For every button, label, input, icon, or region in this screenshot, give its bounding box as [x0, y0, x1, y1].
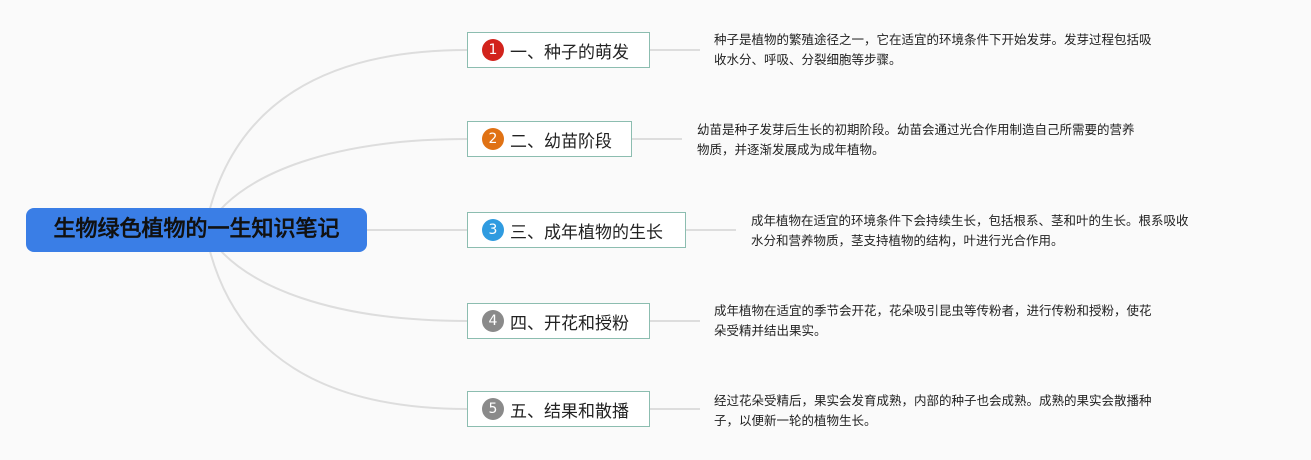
number-badge-5: 5	[482, 398, 504, 420]
topic-label: 四、开花和授粉	[510, 313, 629, 334]
number-badge-3: 3	[482, 219, 504, 241]
root-topic[interactable]: 生物绿色植物的一生知识笔记	[26, 208, 367, 252]
branch-line-1	[204, 49, 468, 231]
description-flowering-pollination[interactable]: 成年植物在适宜的季节会开花，花朵吸引昆虫等传粉者，进行传粉和授粉，使花 朵受精并…	[714, 301, 1152, 341]
number-badge-4: 4	[482, 310, 504, 332]
description-line: 成年植物在适宜的环境条件下会持续生长，包括根系、茎和叶的生长。根系吸收	[751, 213, 1189, 228]
description-seedling-stage[interactable]: 幼苗是种子发芽后生长的初期阶段。幼苗会通过光合作用制造自己所需要的营养 物质，并…	[697, 120, 1135, 160]
topic-label: 二、幼苗阶段	[510, 131, 612, 152]
description-line: 子，以便新一轮的植物生长。	[714, 413, 877, 428]
description-line: 水分和营养物质，茎支持植物的结构，叶进行光合作用。	[751, 233, 1064, 248]
branch-line-5	[204, 229, 468, 410]
number-badge-2: 2	[482, 128, 504, 150]
topic-adult-plant-growth[interactable]: 3 三、成年植物的生长	[467, 212, 686, 248]
description-line: 种子是植物的繁殖途径之一，它在适宜的环境条件下开始发芽。发芽过程包括吸	[714, 32, 1152, 47]
topic-seed-germination[interactable]: 1 一、种子的萌发	[467, 32, 650, 68]
description-adult-plant-growth[interactable]: 成年植物在适宜的环境条件下会持续生长，包括根系、茎和叶的生长。根系吸收 水分和营…	[751, 211, 1189, 251]
number-badge-1: 1	[482, 39, 504, 61]
description-line: 经过花朵受精后，果实会发育成熟，内部的种子也会成熟。成熟的果实会散播种	[714, 393, 1152, 408]
description-line: 物质，并逐渐发展成为成年植物。	[697, 142, 885, 157]
topic-label: 一、种子的萌发	[510, 42, 629, 63]
description-line: 收水分、呼吸、分裂细胞等步骤。	[714, 52, 902, 67]
description-seed-germination[interactable]: 种子是植物的繁殖途径之一，它在适宜的环境条件下开始发芽。发芽过程包括吸 收水分、…	[714, 30, 1152, 70]
description-line: 幼苗是种子发芽后生长的初期阶段。幼苗会通过光合作用制造自己所需要的营养	[697, 122, 1135, 137]
topic-label: 三、成年植物的生长	[510, 222, 663, 243]
description-fruiting-dispersal[interactable]: 经过花朵受精后，果实会发育成熟，内部的种子也会成熟。成熟的果实会散播种 子，以便…	[714, 391, 1152, 431]
topic-seedling-stage[interactable]: 2 二、幼苗阶段	[467, 121, 632, 157]
topic-fruiting-dispersal[interactable]: 5 五、结果和散播	[467, 391, 650, 427]
description-line: 成年植物在适宜的季节会开花，花朵吸引昆虫等传粉者，进行传粉和授粉，使花	[714, 303, 1152, 318]
topic-label: 五、结果和散播	[510, 401, 629, 422]
description-line: 朵受精并结出果实。	[714, 323, 827, 338]
topic-flowering-pollination[interactable]: 4 四、开花和授粉	[467, 303, 650, 339]
